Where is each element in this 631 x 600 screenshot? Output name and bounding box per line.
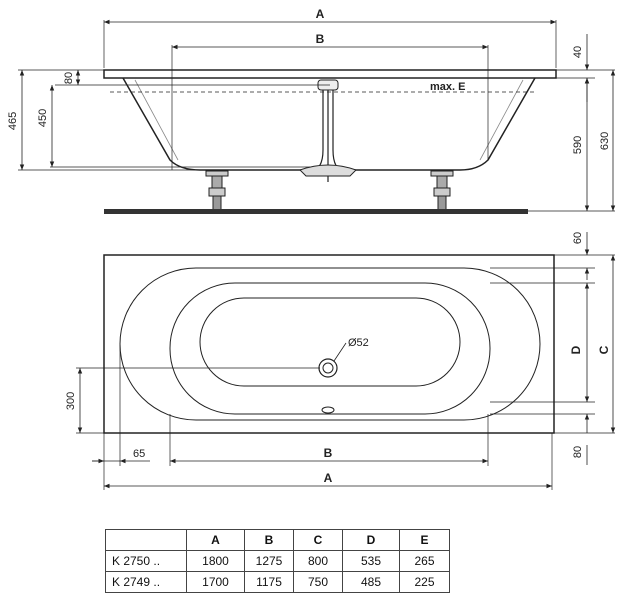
- table-header-cell: C: [293, 529, 343, 551]
- table-header-cell: D: [342, 529, 400, 551]
- drain-inner: [322, 362, 334, 374]
- label-450: 450: [37, 109, 49, 127]
- table-cell: 1275: [244, 550, 294, 572]
- overflow-top: [321, 406, 335, 414]
- drain-leader: [333, 342, 347, 362]
- table-header-row: A B C D E: [105, 529, 450, 551]
- tub-rim: [103, 69, 557, 79]
- table-header-cell: B: [244, 529, 294, 551]
- drain-fitting: [299, 164, 357, 177]
- table-cell: 750: [293, 571, 343, 593]
- top-view: [76, 232, 616, 490]
- table-cell: 535: [342, 550, 400, 572]
- label-D: D: [569, 345, 583, 354]
- label-drain: Ø52: [348, 337, 369, 349]
- model-cell: K 2750 ..: [105, 550, 187, 572]
- leg-left: [205, 170, 229, 211]
- table-cell: 800: [293, 550, 343, 572]
- label-590: 590: [572, 136, 584, 154]
- table-row: K 2749 .. 1700 1175 750 485 225: [105, 571, 450, 593]
- label-300: 300: [65, 392, 77, 410]
- label-65: 65: [133, 448, 145, 460]
- table-cell: 1800: [186, 550, 245, 572]
- label-max-E: max. E: [430, 81, 465, 93]
- label-40: 40: [572, 46, 584, 58]
- label-80-side: 80: [63, 72, 75, 84]
- label-60: 60: [572, 232, 584, 244]
- leg-right: [430, 170, 454, 211]
- table-cell: 1700: [186, 571, 245, 593]
- tub-basin-floor: [199, 297, 461, 387]
- label-465: 465: [7, 112, 19, 130]
- tub-inner-line: [479, 79, 524, 161]
- label-630: 630: [599, 132, 611, 150]
- table-header-cell: E: [399, 529, 450, 551]
- model-cell: K 2749 ..: [105, 571, 187, 593]
- table-cell: 485: [342, 571, 400, 593]
- label-C: C: [597, 345, 611, 354]
- label-A-top: A: [324, 471, 333, 485]
- label-B-top: B: [324, 446, 333, 460]
- tub-inner-line: [134, 79, 179, 161]
- dimensions-table: A B C D E K 2750 .. 1800 1275 800 535 26…: [105, 529, 450, 593]
- label-A-side: A: [316, 7, 325, 21]
- floor: [104, 209, 528, 214]
- label-80-top: 80: [572, 446, 584, 458]
- table-header-cell: [105, 529, 187, 551]
- table-cell: 265: [399, 550, 450, 572]
- table-cell: 1175: [244, 571, 294, 593]
- table-row: K 2750 .. 1800 1275 800 535 265: [105, 550, 450, 572]
- side-view: [18, 19, 616, 214]
- label-B-side: B: [316, 32, 325, 46]
- tub-basin-edge: [169, 282, 491, 415]
- tub-rim-inner: [119, 267, 541, 421]
- table-cell: 225: [399, 571, 450, 593]
- tub-outline-top: [103, 254, 555, 434]
- table-header-cell: A: [186, 529, 245, 551]
